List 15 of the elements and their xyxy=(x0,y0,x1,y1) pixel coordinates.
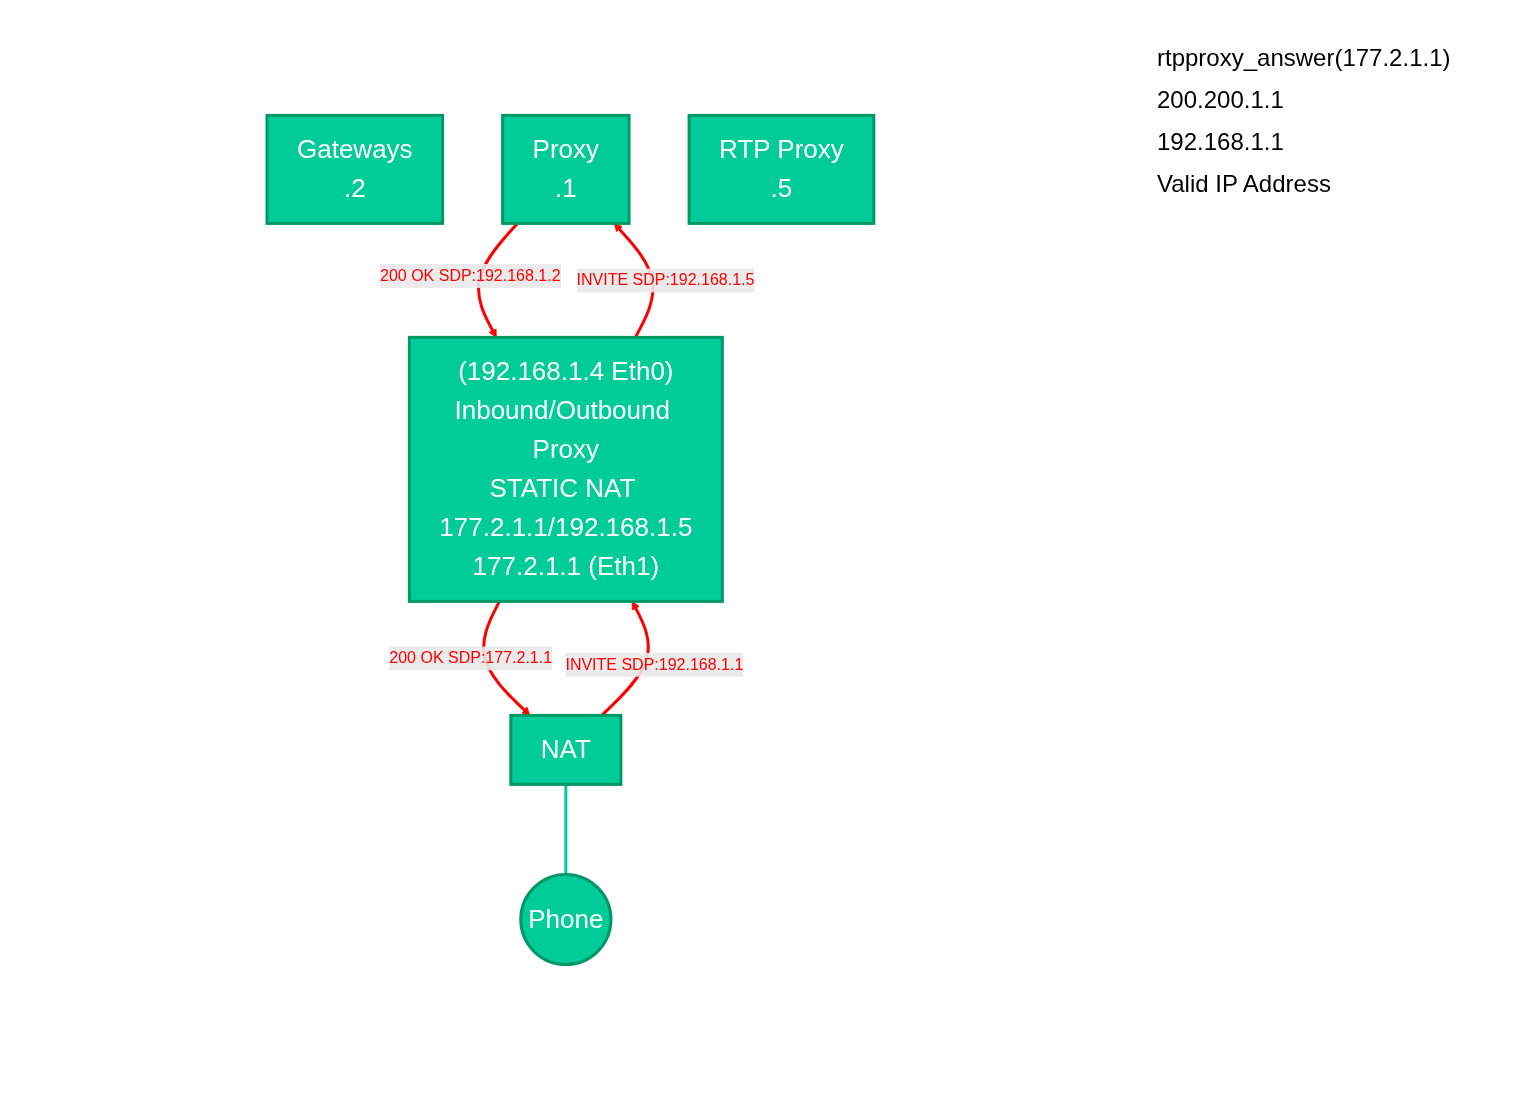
note-label: Valid IP Address xyxy=(1157,170,1332,198)
edge-label: INVITE SDP:192.168.1.1 xyxy=(565,655,744,673)
node-box: Gateways .2 xyxy=(265,113,445,225)
node-box: NAT xyxy=(509,713,623,786)
node-box: Proxy .1 xyxy=(501,113,631,225)
node-box: (192.168.1.4 Eth0) Inbound/Outbound Proxy STATIC NAT 177.2.1.1/192.168.1.5 177.2.1.1 (Eth1) xyxy=(407,335,724,603)
note-label: rtpproxy_answer(177.2.1.1) xyxy=(1157,44,1452,72)
note-label: 200.200.1.1 xyxy=(1157,86,1285,114)
edge-label: 200 OK SDP:177.2.1.1 xyxy=(389,649,553,667)
node-box: RTP Proxy .5 xyxy=(687,113,876,225)
node-circle: Phone xyxy=(519,872,613,967)
edge-label: INVITE SDP:192.168.1.5 xyxy=(576,271,755,289)
connector xyxy=(564,784,568,875)
edge-label: 200 OK SDP:192.168.1.2 xyxy=(380,266,561,284)
note-label: 192.168.1.1 xyxy=(1157,128,1285,156)
